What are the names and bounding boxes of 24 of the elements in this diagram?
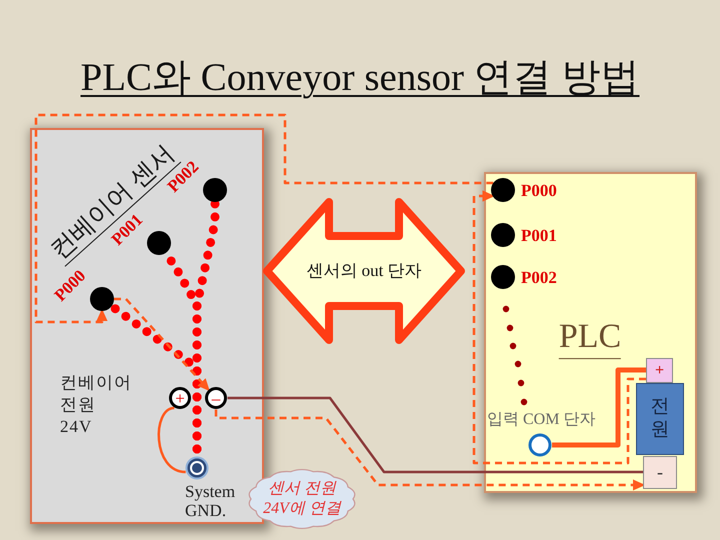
solid-line	[158, 406, 186, 474]
power-supply-block: 전원	[636, 383, 684, 455]
plc-panel	[484, 172, 697, 493]
dashed-arrow	[34, 114, 494, 324]
panel-title: PLC	[558, 317, 622, 359]
caption-text: 컨베이어 전원 24V	[60, 372, 133, 438]
plus-terminal: +	[169, 387, 191, 409]
solid-line	[228, 396, 643, 474]
diagram-title: PLC와 Conveyor sensor 연결 방법	[80, 55, 640, 101]
terminal-label: P001	[521, 226, 557, 244]
arrow-label: 센서의 out 단자	[306, 260, 422, 282]
dashed-arrow	[472, 190, 646, 464]
terminal-caption: System GND.	[185, 482, 236, 520]
caption-text: 입력 COM 단자	[487, 410, 596, 430]
sensor-panel	[30, 128, 264, 524]
thick-line	[552, 368, 646, 448]
terminal-label: P002	[521, 268, 557, 286]
minus-terminal: -	[643, 456, 677, 489]
terminal-label: P000	[521, 182, 557, 198]
dashed-arrow	[214, 410, 644, 490]
callout-text: 센서 전원 24V에 연결	[262, 479, 342, 519]
plus-terminal: +	[646, 358, 673, 383]
dashed-arrow	[114, 298, 210, 391]
minus-terminal: –	[205, 387, 227, 409]
